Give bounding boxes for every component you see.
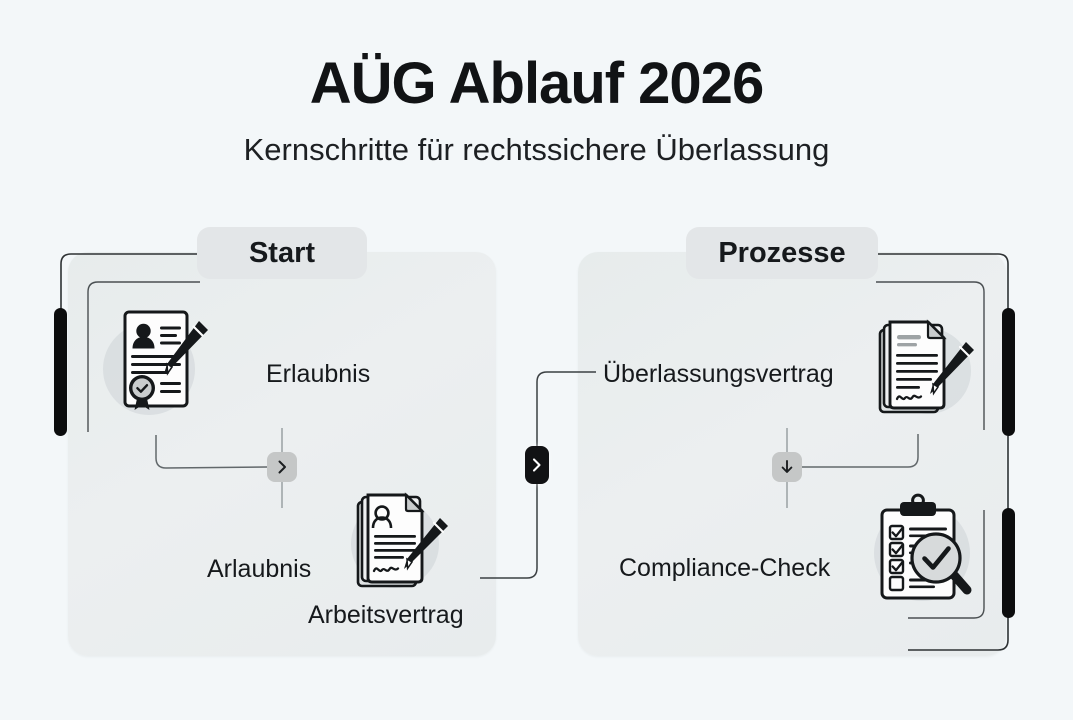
certificate-document-pen-icon (98, 302, 216, 420)
chevron-right-icon (275, 458, 289, 476)
arrow-down-icon (779, 458, 795, 476)
edge-marker-left (54, 308, 67, 436)
page-title: AÜG Ablauf 2026 (309, 51, 764, 116)
center-flow-connector[interactable] (525, 446, 549, 484)
header: AÜG Ablauf 2026 Kernschritte für rechtss… (0, 0, 1073, 167)
contract-signature-pen-icon (868, 310, 980, 420)
page-subtitle: Kernschritte für rechtssichere Überlassu… (243, 131, 830, 167)
section-badge-prozesse-label: Prozesse (718, 236, 846, 269)
step-label-arbeitsvertrag: Arbeitsvertrag (308, 601, 464, 629)
step-connector-left[interactable] (267, 452, 297, 482)
step-label-erlaubnis: Erlaubnis (266, 360, 371, 388)
contract-person-signature-pen-icon (344, 482, 454, 594)
section-badge-start[interactable]: Start (197, 227, 367, 279)
clipboard-checklist-magnifier-icon (864, 492, 980, 606)
step-label-compliance-check: Compliance-Check (619, 554, 831, 582)
step-connector-right[interactable] (772, 452, 802, 482)
edge-marker-right-upper (1002, 308, 1015, 436)
section-badge-start-label: Start (248, 236, 316, 269)
step-label-ueberlassungsvertrag: Überlassungsvertrag (603, 360, 834, 388)
section-badge-prozesse[interactable]: Prozesse (686, 227, 878, 279)
chevron-right-icon (531, 456, 543, 474)
step-label-arlaubnis: Arlaubnis (207, 555, 312, 583)
edge-marker-right-lower (1002, 508, 1015, 618)
